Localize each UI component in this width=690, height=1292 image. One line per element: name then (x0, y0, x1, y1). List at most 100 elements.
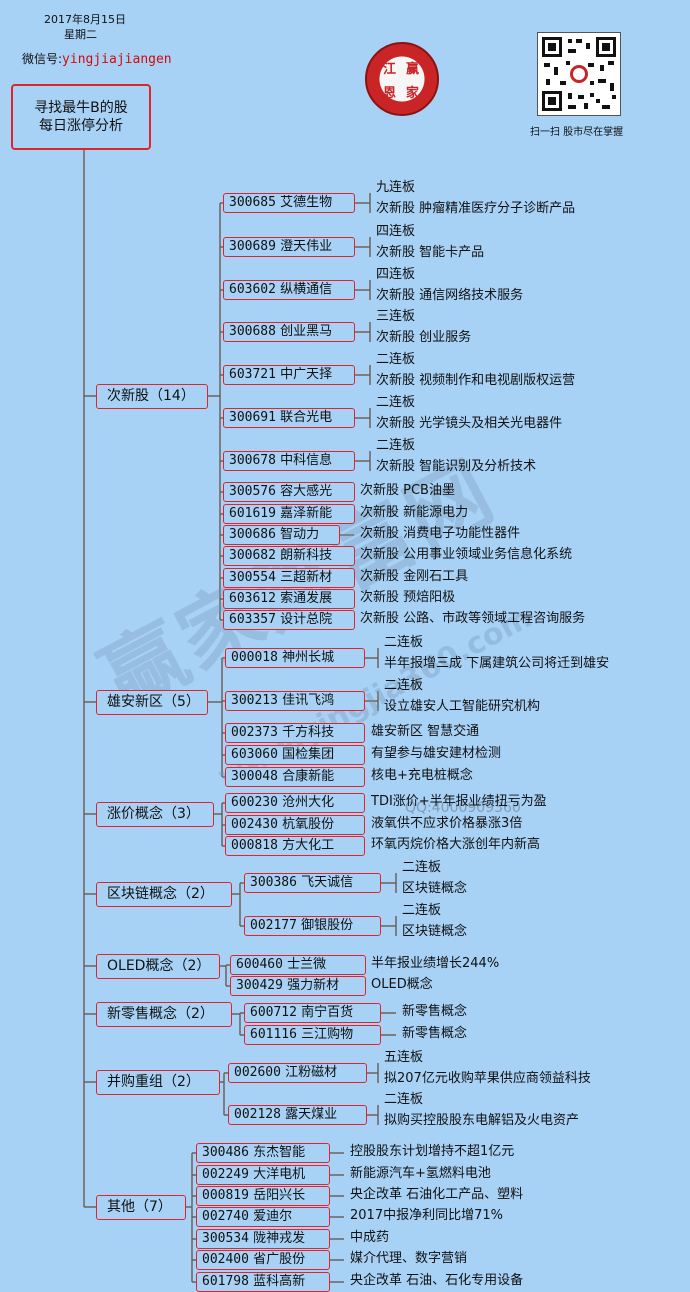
stock-name: 杭氧股份 (282, 817, 335, 832)
stock-node[interactable]: 300686 智动力 (223, 525, 340, 545)
stock-desc: 次新股 视频制作和电视剧版权运营 (376, 373, 576, 388)
stock-node[interactable]: 603721 中广天择 (223, 365, 355, 385)
stock-code: 603602 (229, 282, 276, 297)
stock-node[interactable]: 002128 露天煤业 (228, 1105, 367, 1125)
category-node[interactable]: 并购重组（2） (96, 1070, 220, 1095)
stock-node[interactable]: 000018 神州长城 (225, 648, 365, 668)
stock-desc: 央企改革 石油、石化专用设备 (350, 1273, 524, 1288)
stock-node[interactable]: 601116 三江购物 (244, 1025, 381, 1045)
stock-name: 创业黑马 (280, 324, 333, 339)
stock-name: 强力新材 (287, 978, 340, 993)
stock-node[interactable]: 603357 设计总院 (223, 610, 355, 630)
stock-name: 容大感光 (280, 484, 333, 499)
stock-node[interactable]: 300386 飞天诚信 (244, 873, 381, 893)
stock-node[interactable]: 002600 江粉磁材 (228, 1063, 367, 1083)
stock-code: 002177 (250, 918, 297, 933)
stock-node[interactable]: 300682 朗新科技 (223, 546, 355, 566)
stock-node[interactable]: 300534 陇神戎发 (196, 1229, 330, 1249)
stock-name: 艾德生物 (280, 195, 333, 210)
stock-name: 南宁百货 (301, 1005, 354, 1020)
stock-name: 中广天择 (280, 367, 333, 382)
stock-node[interactable]: 002373 千方科技 (225, 723, 365, 743)
stock-name: 联合光电 (280, 410, 333, 425)
stock-node[interactable]: 300554 三超新材 (223, 568, 355, 588)
category-node[interactable]: 涨价概念（3） (96, 802, 214, 827)
stock-desc: 拟购买控股股东电解铝及火电资产 (384, 1113, 580, 1128)
stock-desc: 新零售概念 (402, 1026, 468, 1041)
stock-node[interactable]: 300486 东杰智能 (196, 1143, 330, 1163)
brand-logo: 江 赢 恩 家 (365, 42, 439, 116)
stock-node[interactable]: 300048 合康新能 (225, 767, 365, 787)
stock-code: 002128 (234, 1107, 281, 1122)
stock-node[interactable]: 600230 沧州大化 (225, 793, 365, 813)
stock-code: 300678 (229, 453, 276, 468)
stock-node[interactable]: 300689 澄天伟业 (223, 237, 355, 257)
stock-desc: 次新股 智能卡产品 (376, 245, 485, 260)
stock-desc: 核电+充电桩概念 (371, 768, 473, 783)
stock-desc: 次新股 公用事业领域业务信息化系统 (360, 547, 573, 562)
stock-name: 沧州大化 (282, 795, 335, 810)
stock-node[interactable]: 300429 强力新材 (230, 976, 366, 996)
stock-node[interactable]: 002740 爱迪尔 (196, 1207, 330, 1227)
stock-node[interactable]: 601619 嘉泽新能 (223, 504, 355, 524)
stock-code: 002740 (202, 1209, 249, 1224)
stock-node[interactable]: 603060 国检集团 (225, 745, 365, 765)
stock-code: 300576 (229, 484, 276, 499)
category-node[interactable]: 区块链概念（2） (96, 882, 232, 907)
stock-name: 露天煤业 (285, 1107, 338, 1122)
stock-desc: 中成药 (350, 1230, 390, 1245)
stock-desc: 媒介代理、数字营销 (350, 1251, 468, 1266)
stock-node[interactable]: 002430 杭氧股份 (225, 815, 365, 835)
stock-node[interactable]: 300685 艾德生物 (223, 193, 355, 213)
stock-node[interactable]: 300576 容大感光 (223, 482, 355, 502)
stock-desc: 次新股 创业服务 (376, 330, 472, 345)
stock-code: 002600 (234, 1065, 281, 1080)
logo-char: 恩 (383, 86, 397, 101)
category-node[interactable]: 雄安新区（5） (96, 690, 208, 715)
stock-code: 000818 (231, 838, 278, 853)
stock-code: 002430 (231, 817, 278, 832)
stock-desc: 央企改革 石油化工产品、塑料 (350, 1187, 524, 1202)
stock-code: 601116 (250, 1027, 297, 1042)
stock-node[interactable]: 300691 联合光电 (223, 408, 355, 428)
logo-char: 江 (383, 62, 397, 77)
stock-node[interactable]: 603602 纵横通信 (223, 280, 355, 300)
stock-desc: 次新股 智能识别及分析技术 (376, 459, 537, 474)
stock-node[interactable]: 300213 佳讯飞鸿 (225, 691, 365, 711)
stock-node[interactable]: 002249 大洋电机 (196, 1165, 330, 1185)
stock-name: 合康新能 (282, 769, 335, 784)
stock-code: 601798 (202, 1274, 249, 1289)
stock-desc: 半年报增三成 下属建筑公司将迁到雄安 (384, 656, 610, 671)
category-node[interactable]: OLED概念（2） (96, 954, 220, 979)
category-node[interactable]: 其他（7） (96, 1195, 186, 1220)
stock-code: 300486 (202, 1145, 249, 1160)
qr-pattern (542, 37, 616, 111)
stock-desc: 环氧丙烷价格大涨创年内新高 (371, 837, 541, 852)
stock-node[interactable]: 600712 南宁百货 (244, 1003, 381, 1023)
category-node[interactable]: 新零售概念（2） (96, 1002, 232, 1027)
stock-desc: 2017中报净利同比增71% (350, 1208, 503, 1223)
stock-node[interactable]: 600460 士兰微 (230, 955, 366, 975)
stock-node[interactable]: 300688 创业黑马 (223, 322, 355, 342)
stock-node[interactable]: 002400 省广股份 (196, 1250, 330, 1270)
stock-desc: 拟207亿元收购苹果供应商领益科技 (384, 1071, 591, 1086)
watermark-qq: QQ:4000909360 (405, 800, 521, 816)
stock-name: 爱迪尔 (253, 1209, 293, 1224)
title-line: 每日涨停分析 (39, 118, 123, 134)
stock-code: 603357 (229, 612, 276, 627)
stock-node[interactable]: 300678 中科信息 (223, 451, 355, 471)
stock-node[interactable]: 002177 御银股份 (244, 916, 381, 936)
stock-desc: 二连板 (384, 1092, 424, 1107)
stock-desc: 二连板 (384, 635, 424, 650)
stock-node[interactable]: 601798 蓝科高新 (196, 1272, 330, 1292)
stock-node[interactable]: 000818 方大化工 (225, 836, 365, 856)
stock-desc: 次新股 PCB油墨 (360, 483, 455, 498)
stock-code: 603721 (229, 367, 276, 382)
stock-code: 300213 (231, 693, 278, 708)
stock-desc: 液氧供不应求价格暴涨3倍 (371, 816, 523, 831)
stock-node[interactable]: 603612 索通发展 (223, 589, 355, 609)
stock-desc: OLED概念 (371, 977, 433, 992)
category-node[interactable]: 次新股（14） (96, 384, 208, 409)
logo-char: 赢 (406, 62, 420, 77)
stock-node[interactable]: 000819 岳阳兴长 (196, 1186, 330, 1206)
